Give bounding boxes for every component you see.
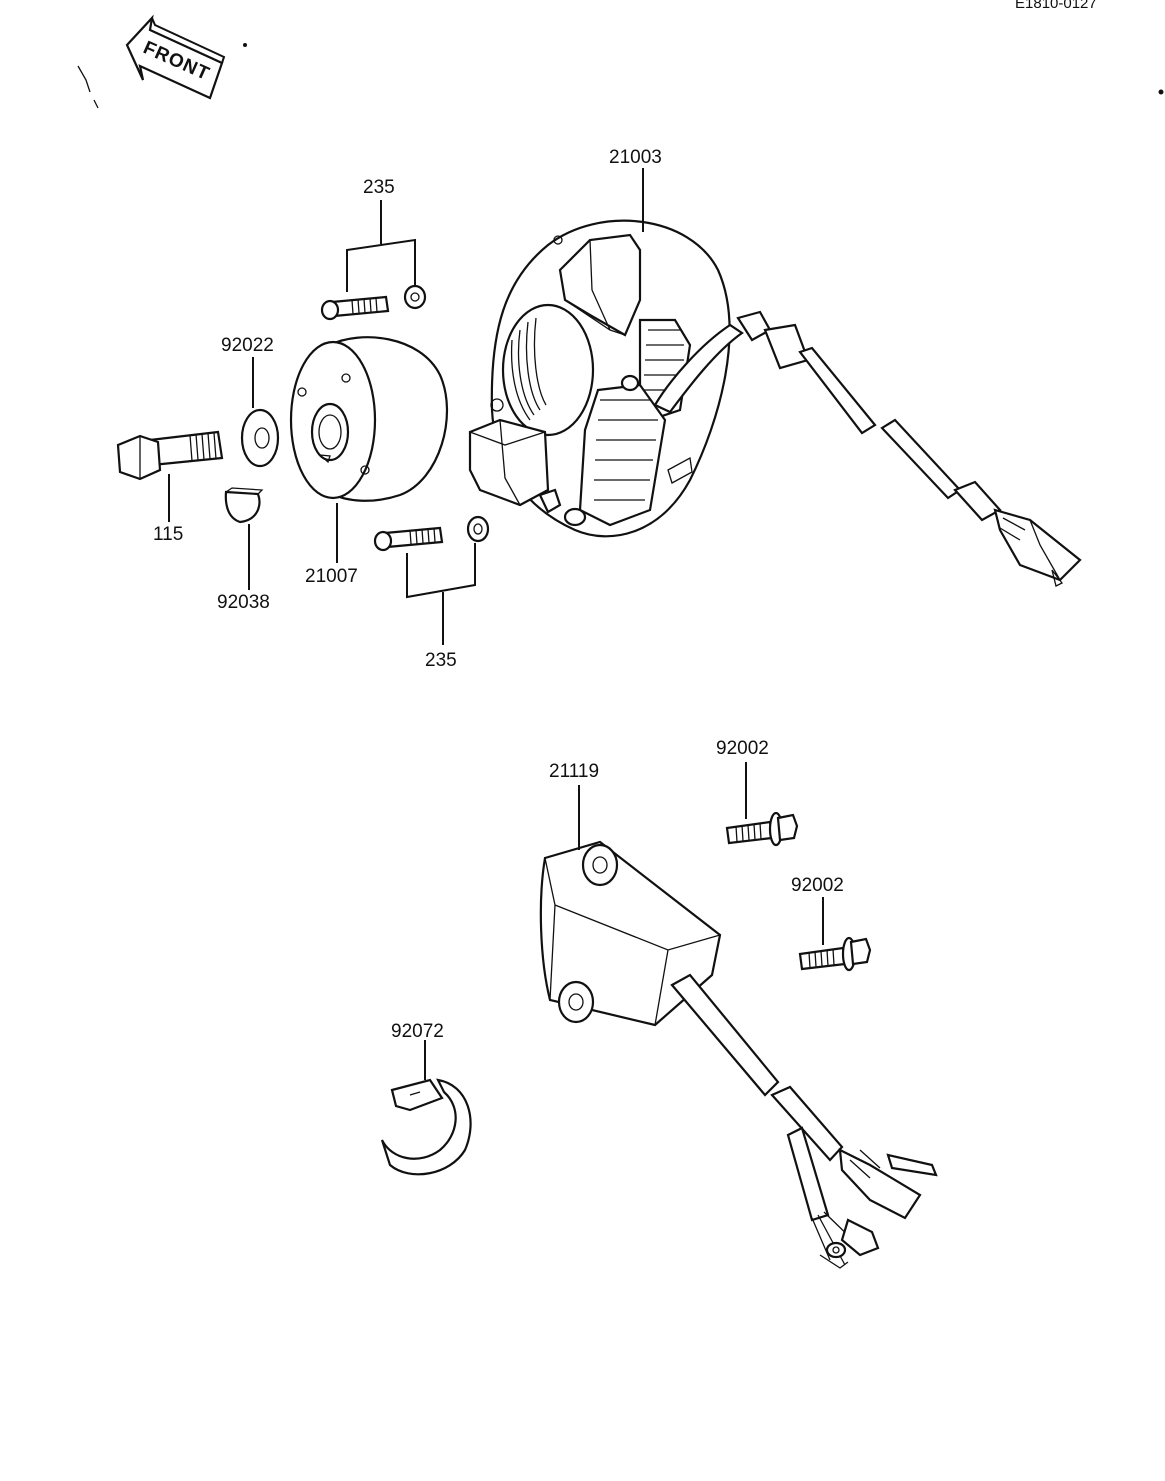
label-key: 92038 — [217, 592, 270, 613]
label-bolt-lower: 92002 — [791, 875, 844, 896]
label-bolt-upper: 92002 — [716, 738, 769, 759]
clamp — [380, 1078, 472, 1176]
label-screw-bottom: 235 — [425, 650, 457, 671]
screw-washer-bottom — [373, 515, 490, 552]
label-cdi: 21119 — [549, 761, 599, 782]
flywheel — [289, 336, 448, 502]
leader-screw-bottom — [406, 543, 476, 645]
label-bolt: 115 — [153, 524, 183, 545]
label-flywheel: 21007 — [305, 566, 358, 587]
leader-screw-top — [346, 200, 416, 292]
woodruff-key — [224, 487, 264, 524]
label-clamp: 92072 — [391, 1021, 444, 1042]
label-screw-top: 235 — [363, 177, 395, 198]
flange-bolt-lower — [798, 936, 872, 972]
front-arrow-icon: FRONT — [77, 14, 247, 109]
bolt-115 — [116, 430, 224, 481]
cdi-unit — [539, 840, 938, 1269]
reference-code: E1810-0127 — [1015, 0, 1097, 12]
screw-washer-top — [320, 284, 427, 321]
stator-assembly — [468, 219, 1082, 587]
flange-bolt-upper — [725, 811, 799, 847]
speck-mark — [1158, 89, 1164, 95]
label-washer: 92022 — [221, 335, 274, 356]
label-stator: 21003 — [609, 147, 662, 168]
washer — [240, 408, 280, 468]
